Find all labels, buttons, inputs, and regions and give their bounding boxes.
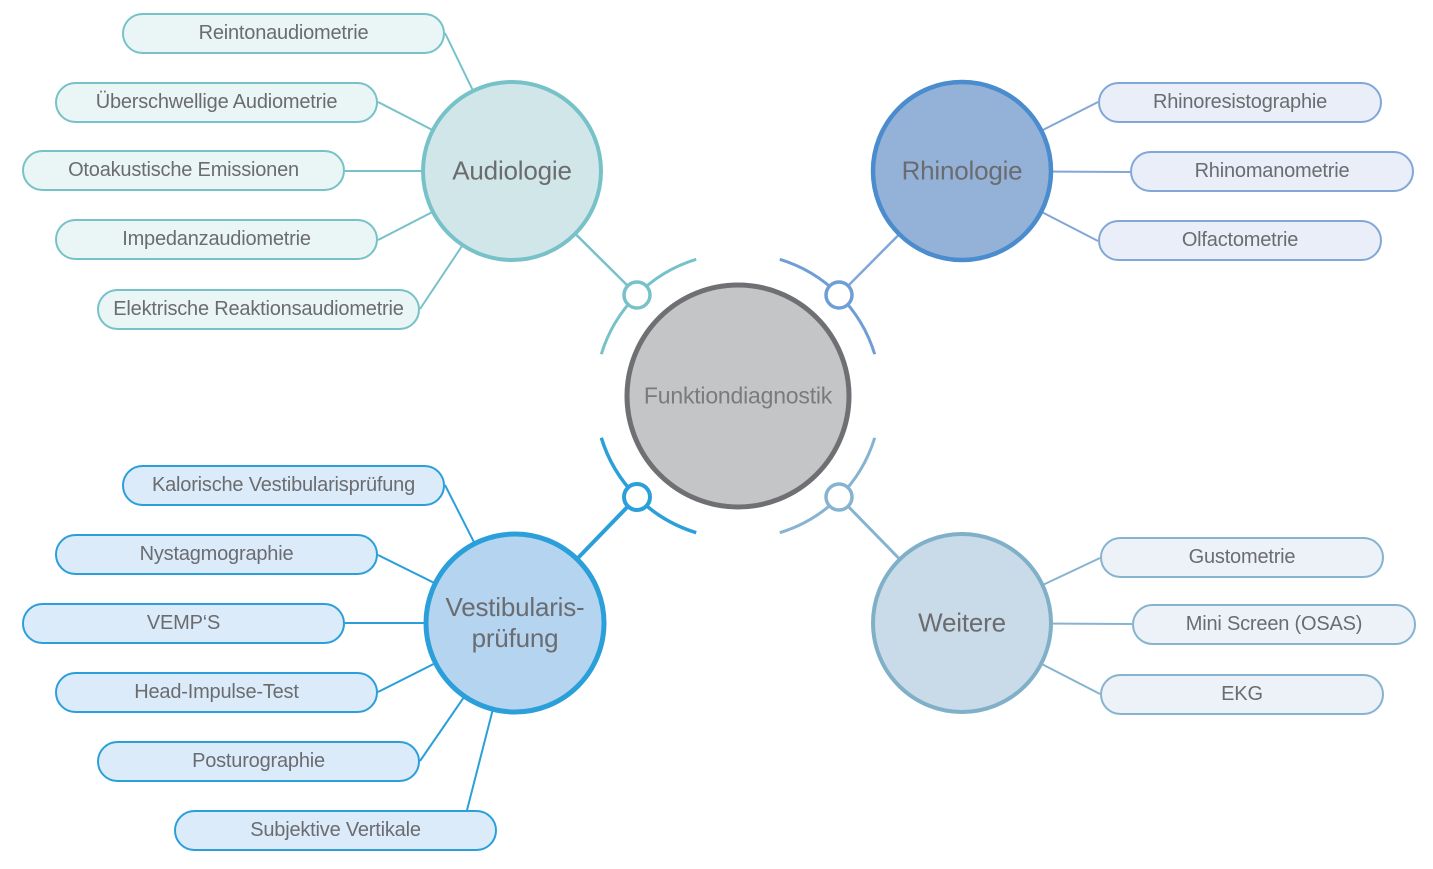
- junction-node-weitere: [824, 482, 854, 512]
- vestibularis-pill: Subjektive Vertikale: [174, 810, 497, 851]
- rhinologie-pill: Rhinomanometrie: [1130, 151, 1414, 192]
- weitere-pill: EKG: [1100, 674, 1384, 715]
- circle-vestibularis: [423, 531, 607, 715]
- branch-label-vestibularis: Vestibularis- prüfung: [445, 592, 584, 654]
- audiologie-pill: Überschwellige Audiometrie: [55, 82, 378, 123]
- vestibularis-pill: Head-Impulse-Test: [55, 672, 378, 713]
- audiologie-pill: Reintonaudiometrie: [122, 13, 445, 54]
- junction-node-vestibularis: [622, 482, 652, 512]
- rhinologie-pill: Rhinoresistographie: [1098, 82, 1382, 123]
- audiologie-pill: Otoakustische Emissionen: [22, 150, 345, 191]
- circle-rhinologie: [870, 79, 1054, 263]
- junction-node-rhinologie: [824, 280, 854, 310]
- audiologie-pill: Impedanzaudiometrie: [55, 219, 378, 260]
- circle-audiologie: [421, 80, 603, 262]
- branch-label-weitere: Weitere: [918, 607, 1006, 638]
- circle-weitere: [871, 532, 1053, 714]
- branch-label-line1: Vestibularis-: [445, 592, 585, 622]
- center-label: Funktiondiagnostik: [643, 382, 833, 409]
- rhinologie-pill: Olfactometrie: [1098, 220, 1382, 261]
- junction-node-audiologie: [622, 280, 652, 310]
- vestibularis-pill: Posturographie: [97, 741, 420, 782]
- vestibularis-pill: Kalorische Vestibularisprüfung: [122, 465, 445, 506]
- vestibularis-pill: Nystagmographie: [55, 534, 378, 575]
- branch-label-rhinologie: Rhinologie: [901, 155, 1023, 186]
- audiologie-pill: Elektrische Reaktionsaudiometrie: [97, 289, 420, 330]
- weitere-pill: Mini Screen (OSAS): [1132, 604, 1416, 645]
- branch-label-line2: prüfung: [471, 623, 559, 653]
- branch-label-audiologie: Audiologie: [452, 155, 572, 186]
- weitere-pill: Gustometrie: [1100, 537, 1384, 578]
- circle-center: [624, 282, 852, 510]
- vestibularis-pill: VEMP‘S: [22, 603, 345, 644]
